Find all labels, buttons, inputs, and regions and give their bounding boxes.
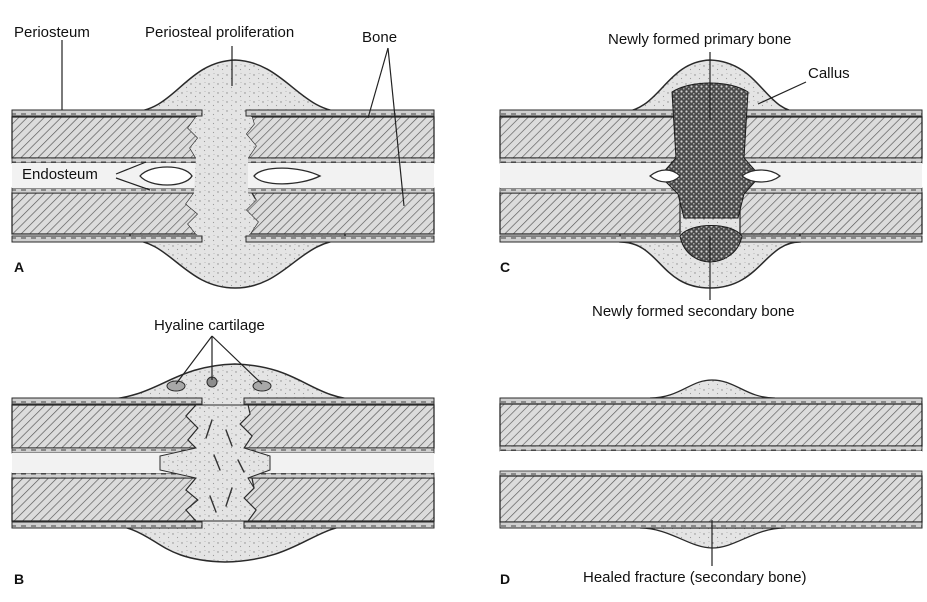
cortex-top-left [12, 405, 198, 448]
cartilage-nodule-left [167, 381, 185, 391]
panel-b [12, 336, 434, 562]
marrow-cavity [500, 451, 922, 471]
endosteum-top [500, 446, 922, 451]
cortex-bottom-right [244, 478, 434, 521]
cortex-top-left [500, 117, 680, 158]
periosteum-top-right [246, 110, 434, 116]
leader-bone-1 [368, 48, 388, 118]
cortex-top-left [12, 117, 198, 158]
cortex-bottom-right [740, 193, 922, 234]
panel-a [12, 40, 434, 288]
panel-c-letter: C [500, 260, 510, 274]
label-periosteum: Periosteum [14, 25, 90, 40]
label-newly-formed-primary-bone: Newly formed primary bone [608, 32, 791, 47]
periosteum-bottom-right [244, 522, 434, 528]
endosteum-bottom [500, 471, 922, 476]
periosteum-bottom-right [246, 236, 434, 242]
label-periosteal-proliferation: Periosteal proliferation [145, 25, 294, 40]
periosteum-top-right [244, 398, 434, 404]
panel-b-letter: B [14, 572, 24, 586]
panel-d [500, 380, 922, 566]
cortex-bottom [500, 476, 922, 522]
periosteum-bottom-left [12, 522, 202, 528]
cartilage-nodule-right [253, 381, 271, 391]
cortex-bottom-left [500, 193, 680, 234]
label-endosteum: Endosteum [22, 167, 98, 182]
panel-a-letter: A [14, 260, 24, 274]
panel-d-letter: D [500, 572, 510, 586]
cortex-bottom-left [12, 478, 198, 521]
periosteum-bottom [500, 522, 922, 528]
periosteum-top [500, 398, 922, 404]
label-newly-formed-secondary-bone: Newly formed secondary bone [592, 304, 795, 319]
cortex-top-right [240, 405, 434, 448]
periosteum-bottom-left [12, 236, 202, 242]
cortex-bottom-left [12, 193, 198, 234]
label-healed-fracture: Healed fracture (secondary bone) [583, 570, 806, 585]
healed-bump-top [650, 380, 775, 398]
periosteum-top-left [12, 398, 202, 404]
label-bone: Bone [362, 30, 397, 45]
label-callus: Callus [808, 66, 850, 81]
panel-c [500, 52, 922, 300]
cortex-top [500, 404, 922, 446]
periosteum-top-left [12, 110, 202, 116]
cortex-top-right [246, 117, 434, 158]
cortex-top-right [740, 117, 922, 158]
cortex-bottom-right [246, 193, 434, 234]
label-hyaline-cartilage: Hyaline cartilage [154, 318, 265, 333]
